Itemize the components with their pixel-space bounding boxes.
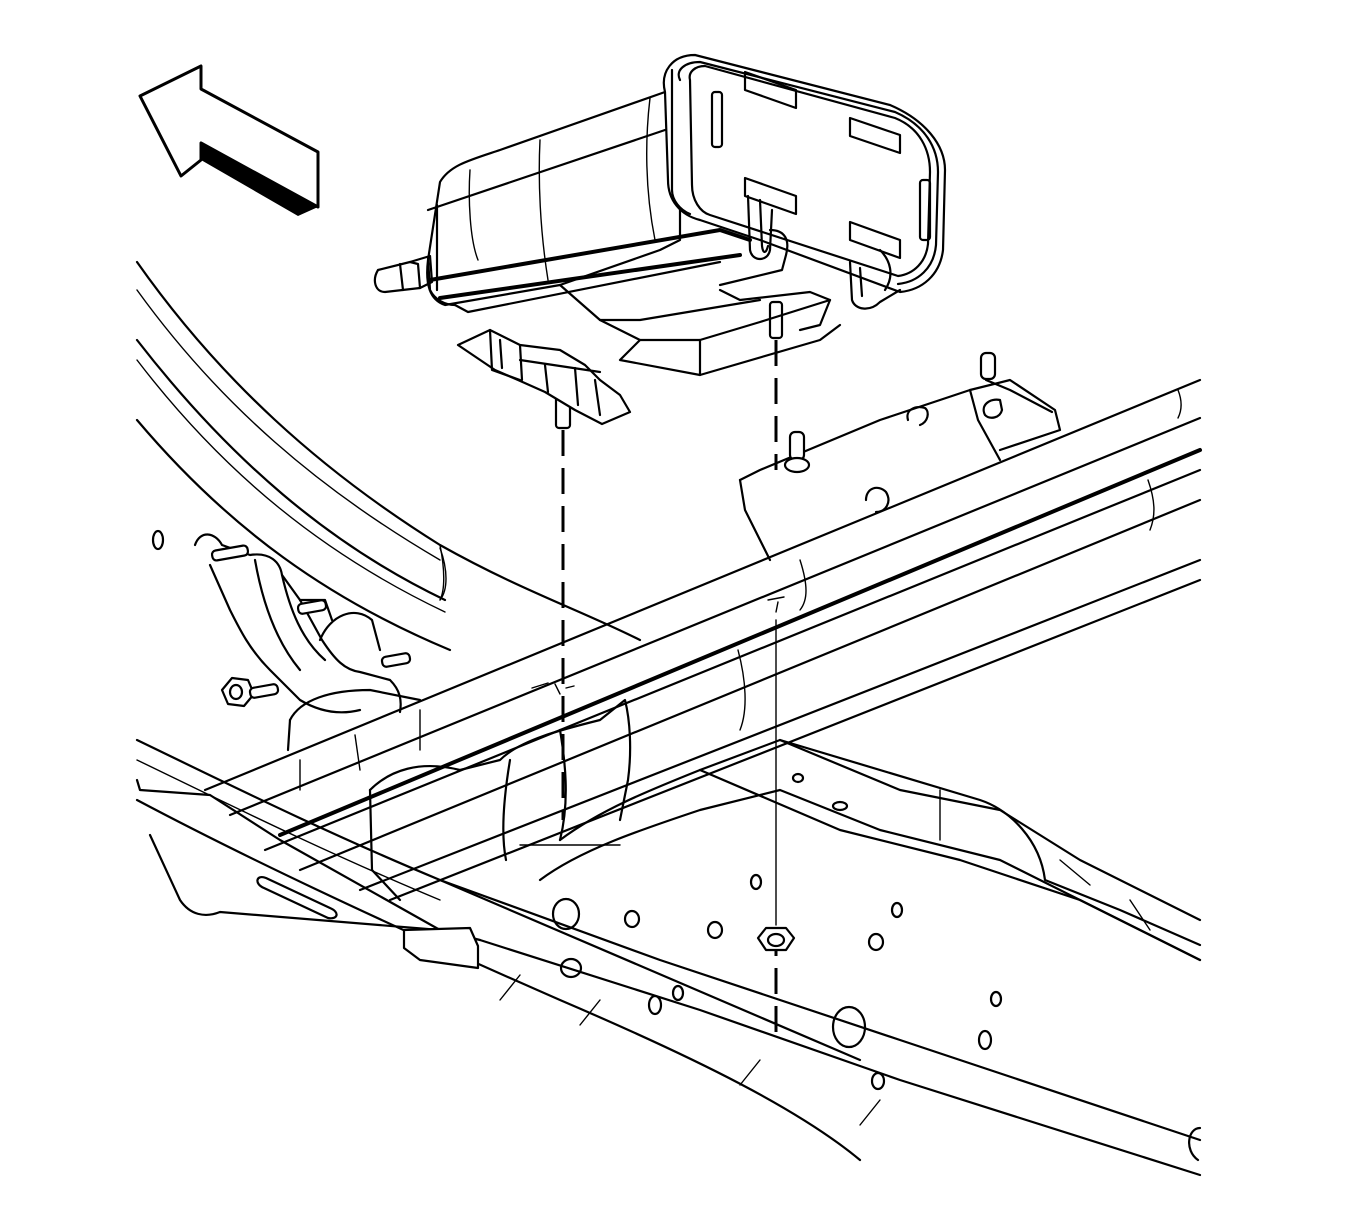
frame-crossmember [203,378,1202,962]
frame-rail [135,778,1202,1177]
front-direction-arrow [138,64,320,216]
frame-bracket-right [738,351,1062,562]
frame-bracket-left [193,533,422,752]
evap-canister [373,53,947,426]
underbody-floor-pan [135,260,1202,1162]
canister-mounting-studs [554,300,796,1035]
